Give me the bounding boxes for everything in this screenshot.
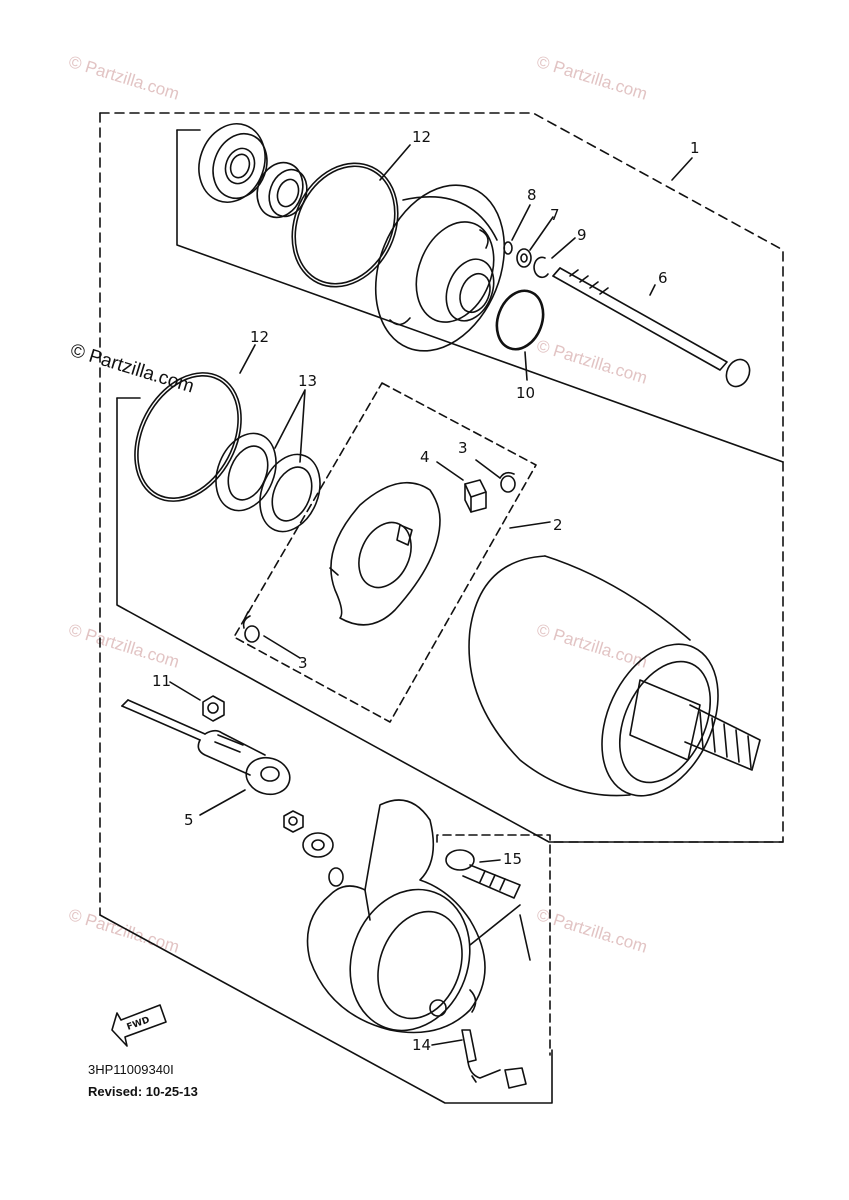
nut-11: [202, 695, 225, 722]
lower-group-bracket: [99, 914, 553, 1104]
callout-4: 4: [420, 448, 430, 466]
callout-3: 3: [298, 654, 308, 672]
callout-8: 8: [527, 186, 537, 204]
callout-14: 14: [412, 1036, 431, 1054]
part-8-ring: [503, 241, 513, 255]
callout-13: 13: [298, 372, 317, 390]
leader-9: [551, 237, 576, 259]
callout-3: 3: [458, 439, 468, 457]
shim-13-b-inner: [271, 466, 313, 522]
leader-12b: [239, 344, 256, 374]
rear-cover: [306, 799, 486, 1034]
revised-date: Revised: 10-25-13: [88, 1084, 198, 1099]
spring-3-top: [499, 471, 516, 493]
bearing: [198, 123, 268, 203]
middle-group-bracket: [116, 397, 784, 843]
leader-10: [524, 351, 528, 381]
leader-5: [199, 789, 246, 816]
leader-12a: [379, 144, 411, 181]
leader-15: [479, 859, 501, 863]
callout-2: 2: [553, 516, 563, 534]
bolt-box: [436, 834, 551, 1056]
oil-seal: [256, 161, 308, 219]
fwd-arrow-icon: [111, 1004, 167, 1047]
leader-14: [431, 1039, 463, 1046]
callout-15: 15: [503, 850, 522, 868]
shim-13-b: [259, 453, 321, 533]
callout-10: 10: [516, 384, 535, 402]
o-ring-12-middle-inner: [137, 375, 239, 499]
shim-13-a-inner: [227, 445, 269, 501]
top-group-bracket: [176, 129, 784, 463]
brush-14: [461, 1029, 527, 1089]
callout-12: 12: [250, 328, 269, 346]
callout-7: 7: [550, 206, 560, 224]
leader-3b: [263, 635, 301, 659]
callout-1: 1: [690, 139, 700, 157]
o-ring-10: [495, 289, 545, 351]
leader-1: [671, 157, 693, 181]
leader-15b: [469, 904, 531, 961]
leader-6: [649, 284, 656, 296]
leader-11: [169, 681, 201, 701]
callout-11: 11: [152, 672, 171, 690]
leader-4: [436, 461, 464, 481]
part-9-circlip: [533, 256, 549, 279]
callout-9: 9: [577, 226, 587, 244]
leader-2: [509, 521, 551, 529]
callout-5: 5: [184, 811, 194, 829]
leader-3a: [475, 459, 501, 479]
shim-13-a: [215, 432, 277, 512]
brush-holder-box: [233, 382, 537, 723]
cable-5: [121, 699, 291, 796]
insulator: [302, 832, 334, 858]
part-number: 3HP11009340I: [88, 1062, 174, 1077]
part-7-washer-hole: [520, 253, 528, 263]
fwd-label: FWD: [126, 1015, 152, 1032]
leader-8: [511, 204, 531, 241]
leader-7: [529, 216, 554, 251]
callout-12: 12: [412, 128, 431, 146]
callout-6: 6: [658, 269, 668, 287]
leader-13: [274, 389, 306, 463]
spring-3-bottom: [242, 611, 260, 643]
through-bolt-6: [552, 267, 751, 388]
yoke-armature: [468, 555, 761, 797]
front-cover: [374, 184, 506, 352]
brush-4: [464, 479, 487, 513]
bolt-15: [445, 849, 521, 899]
brush-plate: [329, 482, 441, 626]
o-ring-12-top-inner: [294, 165, 396, 285]
o-ring-12-middle: [134, 372, 242, 502]
o-ring-12-top: [291, 162, 399, 288]
terminal-nut: [283, 810, 304, 833]
part-7-washer: [516, 248, 532, 268]
terminal-o-ring: [328, 867, 344, 887]
